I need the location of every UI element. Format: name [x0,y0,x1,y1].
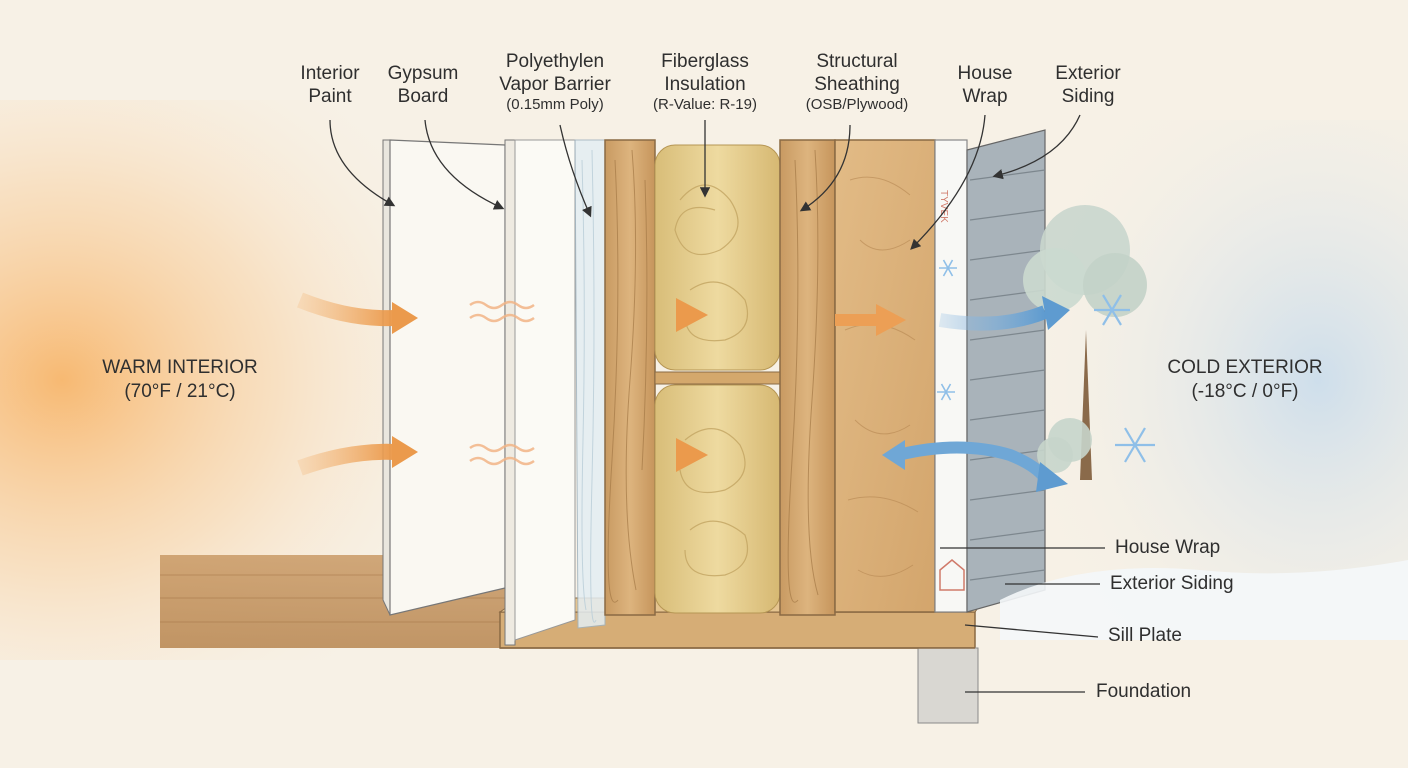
gypsum-face-shape [514,139,576,641]
house-wrap-shape [934,139,968,613]
warm-interior-label: WARM INTERIOR (70°F / 21°C) [102,357,258,402]
label-exterior-siding-bottom: Exterior Siding [1110,573,1234,594]
paint-layer-shape [382,139,391,616]
label-sill-plate: Sill Plate [1108,625,1182,646]
snow-ground [1000,560,1408,640]
gypsum-board-shape [389,139,506,616]
wrap-house-mark [939,559,965,591]
vapor-barrier-shape [574,139,606,629]
sheathing-shape [834,139,936,613]
label-gypsum-board: Gypsum Board [387,63,459,107]
right-stud-shape [779,139,836,616]
cold-exterior-label: COLD EXTERIOR (-18°C / 0°F) [1167,357,1323,402]
winter-tree [1023,205,1147,480]
label-structural-sheathing: Structural Sheathing (OSB/Plywood) [805,51,909,113]
label-house-wrap: House Wrap [957,63,1013,107]
vapor-barrier-folds [581,149,597,623]
leader-lines [329,114,1105,693]
gypsum-edge-shape [504,139,516,646]
fire-block [654,371,781,385]
heat-flow-arrows [297,292,1070,492]
label-interior-paint: Interior Paint [300,63,360,107]
label-vapor-barrier: Polyethylen Vapor Barrier (0.15mm Poly) [499,51,611,113]
label-exterior-siding: Exterior Siding [1055,63,1121,107]
insulation-top-batt [654,144,781,371]
label-fiberglass-insulation: Fiberglass Insulation (R-Value: R-19) [653,51,757,113]
label-foundation: Foundation [1096,681,1192,702]
label-house-wrap-bottom: House Wrap [1115,537,1221,558]
wrap-print-top: TYVEK [938,190,949,223]
foundation-shape [917,647,979,724]
insulation-bottom-batt [654,384,781,614]
snowflake-icons [937,259,1155,463]
